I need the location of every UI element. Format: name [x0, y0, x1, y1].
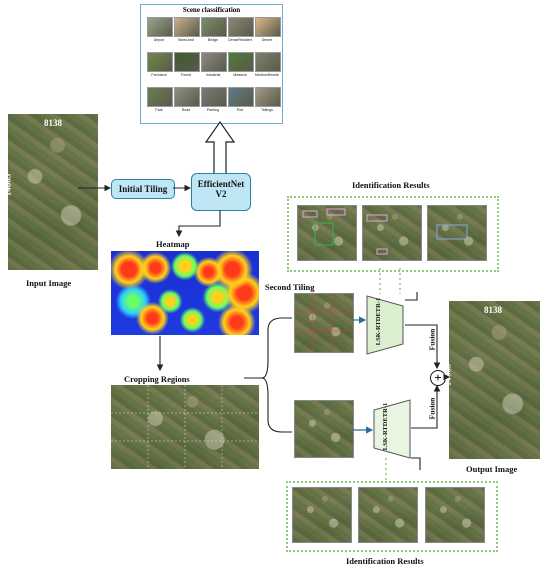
scene-class-item: Bridge: [201, 17, 227, 43]
result-bottom-2: [358, 487, 418, 543]
result-top-2: [362, 205, 422, 261]
fusion-symbol: +: [434, 370, 442, 385]
scene-class-item: Airport: [147, 17, 173, 43]
scene-class-thumbnail: [201, 17, 227, 37]
identification-results-bottom-box: [286, 481, 498, 552]
identification-results-top-box: [287, 196, 499, 272]
efficientnet-line2: V2: [215, 189, 227, 199]
detector-top-shape: [366, 295, 404, 355]
input-image-caption: Input Image: [26, 278, 72, 288]
initial-tiling-label: Initial Tiling: [118, 184, 168, 194]
efficientnet-line1: EfficientNet: [197, 179, 245, 189]
crop-top-image: [294, 293, 354, 353]
scene-class-thumbnail: [255, 52, 281, 72]
crop-top-grid: [294, 293, 352, 351]
scene-class-thumbnail: [255, 87, 281, 107]
scene-classification-title: Scene classification: [182, 6, 241, 14]
scene-class-label: Forest: [180, 73, 192, 77]
scene-class-label: Tailings: [261, 108, 273, 112]
heatmap-label: Heatmap: [156, 239, 190, 249]
scene-class-label: Farmland: [151, 73, 167, 77]
scene-class-thumbnail: [228, 87, 254, 107]
scene-class-label: Desert: [261, 38, 273, 42]
output-image: [449, 301, 540, 459]
scene-class-label: DenseResidential: [228, 38, 252, 42]
scene-class-item: Parking: [201, 87, 227, 113]
result-top-3: [427, 205, 487, 261]
scene-class-label: Park: [155, 108, 163, 112]
scene-class-item: MediumResidential: [255, 52, 281, 78]
initial-tiling-box: Initial Tiling: [111, 179, 175, 199]
scene-class-item: Farmland: [147, 52, 173, 78]
input-width-label: 8138: [44, 118, 62, 128]
scene-class-item: Meadow: [228, 52, 254, 78]
cropping-regions-label: Cropping Regions: [124, 374, 190, 384]
identification-results-bottom-label: Identification Results: [346, 556, 424, 566]
result-top-detections: [302, 208, 468, 255]
scene-class-label: MediumResidential: [255, 73, 279, 77]
detector-bottom-shape: [373, 399, 411, 459]
heatmap-image: [111, 251, 259, 335]
scene-class-thumbnail: [174, 52, 200, 72]
output-image-caption: Output Image: [466, 464, 518, 474]
scene-class-label: Road: [181, 108, 191, 112]
scene-classification-panel: Scene classification Airport BareLand Brid…: [140, 4, 283, 124]
scene-class-item: BareLand: [174, 17, 200, 43]
scene-class-label: Parking: [206, 108, 220, 112]
scene-class-thumbnail: [228, 17, 254, 37]
input-image: [8, 114, 98, 270]
scene-class-thumbnail: [147, 52, 173, 72]
output-width-label: 8138: [484, 305, 502, 315]
scene-class-thumbnail: [228, 52, 254, 72]
scene-class-item: Tailings: [255, 87, 281, 113]
scene-class-thumbnail: [174, 87, 200, 107]
scene-class-item: DenseResidential: [228, 17, 254, 43]
second-tiling-label: Second Tiling: [265, 282, 315, 292]
scene-class-label: Airport: [153, 38, 165, 42]
scene-class-thumbnail: [201, 52, 227, 72]
identification-results-top-label: Identification Results: [352, 180, 430, 190]
scene-class-item: Park: [147, 87, 173, 113]
result-bottom-1: [292, 487, 352, 543]
scene-class-item: Industrial: [201, 52, 227, 78]
efficientnet-box: EfficientNet V2: [191, 173, 251, 211]
scene-class-label: BareLand: [178, 38, 194, 42]
scene-class-thumbnail: [201, 87, 227, 107]
scene-class-item: Road: [174, 87, 200, 113]
scene-class-item: Port: [228, 87, 254, 113]
scene-class-label: Port: [236, 108, 244, 112]
crop-bottom-image: [294, 400, 354, 458]
scene-class-label: Meadow: [233, 73, 247, 77]
scene-class-item: Desert: [255, 17, 281, 43]
scene-class-item: Forest: [174, 52, 200, 78]
scene-class-thumbnail: [147, 17, 173, 37]
result-bottom-3: [425, 487, 485, 543]
cropping-grid: [111, 385, 259, 469]
scene-class-thumbnail: [174, 17, 200, 37]
scene-class-label: Bridge: [207, 38, 219, 42]
scene-class-thumbnail: [255, 17, 281, 37]
scene-class-thumbnail: [147, 87, 173, 107]
scene-class-label: Industrial: [205, 73, 221, 77]
result-top-1: [297, 205, 357, 261]
